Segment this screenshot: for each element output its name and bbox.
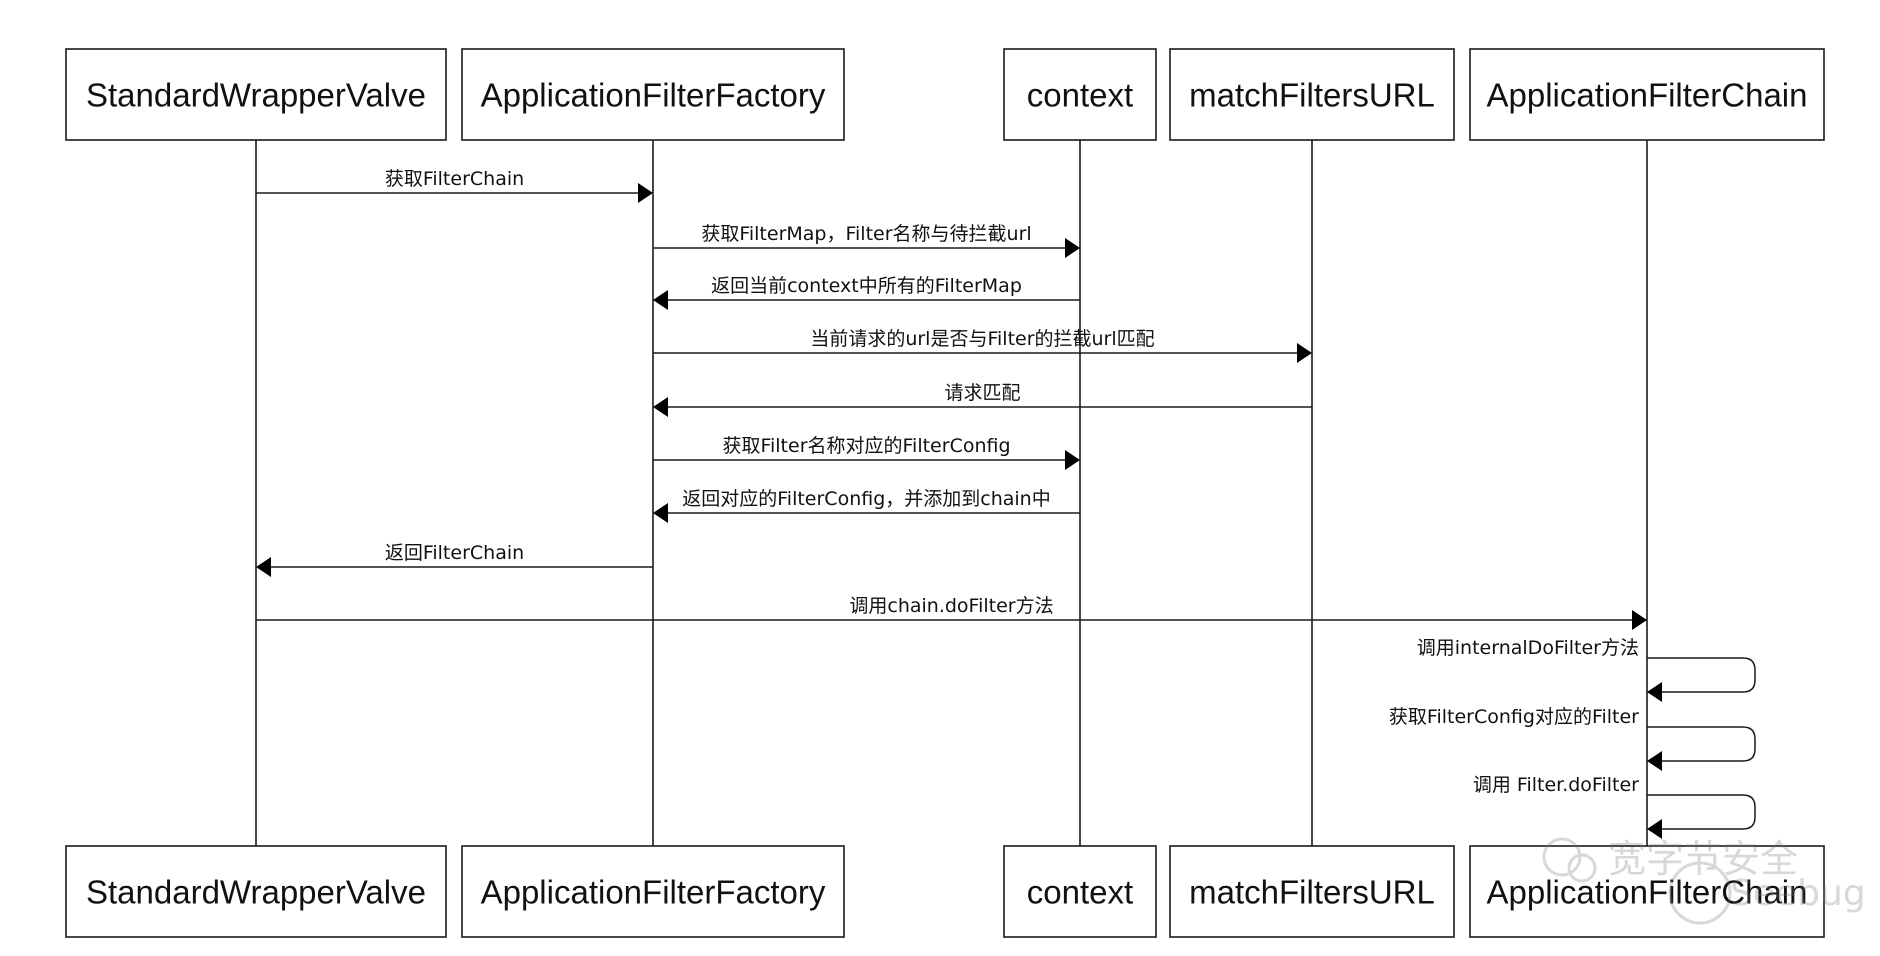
message: 获取FilterConfig对应的Filter	[1389, 706, 1756, 771]
arrowhead-icon	[653, 290, 668, 310]
participant-box-bottom: ApplicationFilterFactory	[461, 845, 845, 938]
participant-box-frame	[1469, 48, 1825, 141]
arrowhead-icon	[653, 397, 668, 417]
arrowhead-icon	[638, 183, 653, 203]
message-label: 返回当前context中所有的FilterMap	[711, 275, 1022, 297]
participant-box-frame	[65, 845, 447, 938]
message: 调用internalDoFilter方法	[1417, 637, 1756, 702]
messages: 获取FilterChain 获取FilterMap，Filter名称与待拦截url…	[256, 168, 1756, 839]
participant-label: matchFiltersURL	[1189, 874, 1435, 911]
message-line	[1647, 726, 1756, 762]
participant-box-bottom: StandardWrapperValve	[65, 845, 447, 938]
message-label: 获取FilterConfig对应的Filter	[1389, 706, 1639, 728]
arrowhead-icon	[1632, 610, 1647, 630]
message: 当前请求的url是否与Filter的拦截url匹配	[653, 328, 1312, 363]
wechat-logo-icon-bubble	[1567, 853, 1597, 883]
participant-box-frame	[1169, 845, 1455, 938]
participant-label: StandardWrapperValve	[86, 874, 426, 911]
participant-box-top: context	[1003, 48, 1157, 141]
participant-box-top: ApplicationFilterFactory	[461, 48, 845, 141]
message-label: 调用internalDoFilter方法	[1417, 637, 1639, 659]
message-line	[1647, 794, 1756, 830]
participant-label: matchFiltersURL	[1189, 77, 1435, 114]
message-label: 调用chain.doFilter方法	[849, 595, 1053, 617]
wechat-logo-icon	[1542, 837, 1582, 877]
participant-box-frame	[461, 48, 845, 141]
participant-label: StandardWrapperValve	[86, 77, 426, 114]
participant-boxes: StandardWrapperValveStandardWrapperValve…	[65, 48, 1825, 938]
message: 获取FilterMap，Filter名称与待拦截url	[653, 223, 1080, 258]
participant-box-frame	[1003, 845, 1157, 938]
arrowhead-icon	[1647, 682, 1662, 702]
participant-label: ApplicationFilterChain	[1487, 77, 1808, 114]
participant-label: ApplicationFilterFactory	[481, 77, 826, 114]
message: 调用chain.doFilter方法	[256, 595, 1647, 630]
message-label: 获取FilterMap，Filter名称与待拦截url	[701, 223, 1031, 245]
message: 返回FilterChain	[256, 542, 653, 577]
message-label: 获取FilterChain	[385, 168, 524, 190]
watermark-brand: Seebug	[1730, 873, 1866, 914]
participant-box-bottom: ApplicationFilterChain	[1469, 845, 1825, 938]
watermark-text: 宽字节安全	[1608, 837, 1798, 881]
participant-box-top: ApplicationFilterChain	[1469, 48, 1825, 141]
message-line	[1647, 657, 1756, 693]
message-label: 当前请求的url是否与Filter的拦截url匹配	[810, 328, 1154, 350]
message: 获取Filter名称对应的FilterConfig	[653, 435, 1080, 470]
seebug-logo-icon	[1668, 861, 1732, 925]
participant-label: context	[1027, 77, 1133, 114]
participant-label: ApplicationFilterChain	[1487, 874, 1808, 911]
message-label: 调用 Filter.doFilter	[1473, 774, 1639, 796]
message: 获取FilterChain	[256, 168, 653, 203]
message-label: 请求匹配	[944, 382, 1020, 404]
arrowhead-icon	[653, 503, 668, 523]
arrowhead-icon	[1647, 751, 1662, 771]
message: 调用 Filter.doFilter	[1473, 774, 1756, 839]
message-label: 返回FilterChain	[385, 542, 524, 564]
participant-box-frame	[1169, 48, 1455, 141]
message: 返回当前context中所有的FilterMap	[653, 275, 1080, 310]
participant-box-frame	[1469, 845, 1825, 938]
participant-box-bottom: matchFiltersURL	[1169, 845, 1455, 938]
participant-label: ApplicationFilterFactory	[481, 874, 826, 911]
arrowhead-icon	[1647, 819, 1662, 839]
participant-label: context	[1027, 874, 1133, 911]
participant-box-frame	[461, 845, 845, 938]
message: 请求匹配	[653, 382, 1312, 417]
arrowhead-icon	[1065, 238, 1080, 258]
arrowhead-icon	[1297, 343, 1312, 363]
participant-box-frame	[1003, 48, 1157, 141]
message: 返回对应的FilterConfig，并添加到chain中	[653, 488, 1080, 523]
arrowhead-icon	[1065, 450, 1080, 470]
participant-box-top: StandardWrapperValve	[65, 48, 447, 141]
arrowhead-icon	[256, 557, 271, 577]
watermark: 宽字节安全 Seebug	[1542, 837, 1866, 925]
participant-box-top: matchFiltersURL	[1169, 48, 1455, 141]
participant-box-bottom: context	[1003, 845, 1157, 938]
message-label: 返回对应的FilterConfig，并添加到chain中	[682, 488, 1050, 510]
participant-box-frame	[65, 48, 447, 141]
lifelines	[255, 140, 1648, 846]
message-label: 获取Filter名称对应的FilterConfig	[722, 435, 1010, 457]
